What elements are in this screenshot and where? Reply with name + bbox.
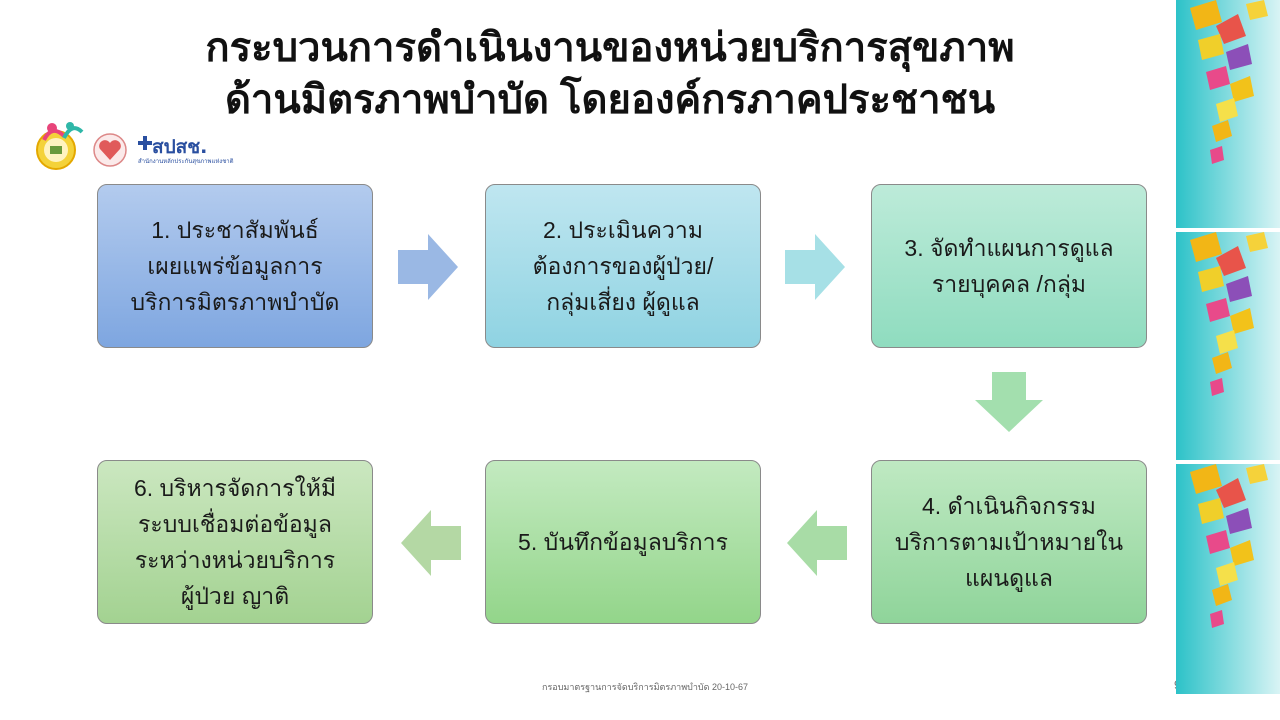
heart-logo-icon — [93, 133, 127, 167]
step-2-box: 2. ประเมินความ ต้องการของผู้ป่วย/ กลุ่มเ… — [485, 184, 761, 348]
step-4-box: 4. ดำเนินกิจกรรม บริการตามเป้าหมายใน แผน… — [871, 460, 1147, 624]
nhso-logo: สปสช. สำนักงานหลักประกันสุขภาพแห่งชาติ — [138, 132, 238, 165]
slide-title: กระบวนการดำเนินงานของหน่วยบริการสุขภาพ ด… — [60, 22, 1160, 126]
logo-group: สปสช. สำนักงานหลักประกันสุขภาพแห่งชาติ — [34, 116, 234, 178]
health-logo-icon — [36, 122, 84, 170]
slide-footer: กรอบมาตรฐานการจัดบริการมิตรภาพบำบัด 20-1… — [542, 682, 748, 692]
confetti-cluster-3 — [1190, 464, 1268, 628]
arrow-down-icon — [975, 372, 1043, 432]
confetti-cluster-2 — [1190, 232, 1268, 396]
title-line-1: กระบวนการดำเนินงานของหน่วยบริการสุขภาพ — [205, 26, 1015, 70]
arrow-right-icon — [398, 234, 458, 300]
arrow-left-icon — [401, 510, 461, 576]
nhso-cross-icon — [138, 136, 152, 150]
step-6-box: 6. บริหารจัดการให้มี ระบบเชื่อมต่อข้อมูล… — [97, 460, 373, 624]
nhso-logo-subtext: สำนักงานหลักประกันสุขภาพแห่งชาติ — [138, 159, 234, 165]
nhso-logo-text: สปสช. — [152, 136, 208, 158]
step-3-box: 3. จัดทำแผนการดูแล รายบุคคล /กลุ่ม — [871, 184, 1147, 348]
arrow-left-icon — [787, 510, 847, 576]
title-line-2: ด้านมิตรภาพบำบัด โดยองค์กรภาคประชาชน — [224, 78, 996, 122]
decorative-side-strip — [1176, 0, 1280, 694]
confetti-cluster-1 — [1190, 0, 1268, 164]
arrow-right-icon — [785, 234, 845, 300]
step-1-box: 1. ประชาสัมพันธ์ เผยแพร่ข้อมูลการ บริการ… — [97, 184, 373, 348]
step-5-box: 5. บันทึกข้อมูลบริการ — [485, 460, 761, 624]
